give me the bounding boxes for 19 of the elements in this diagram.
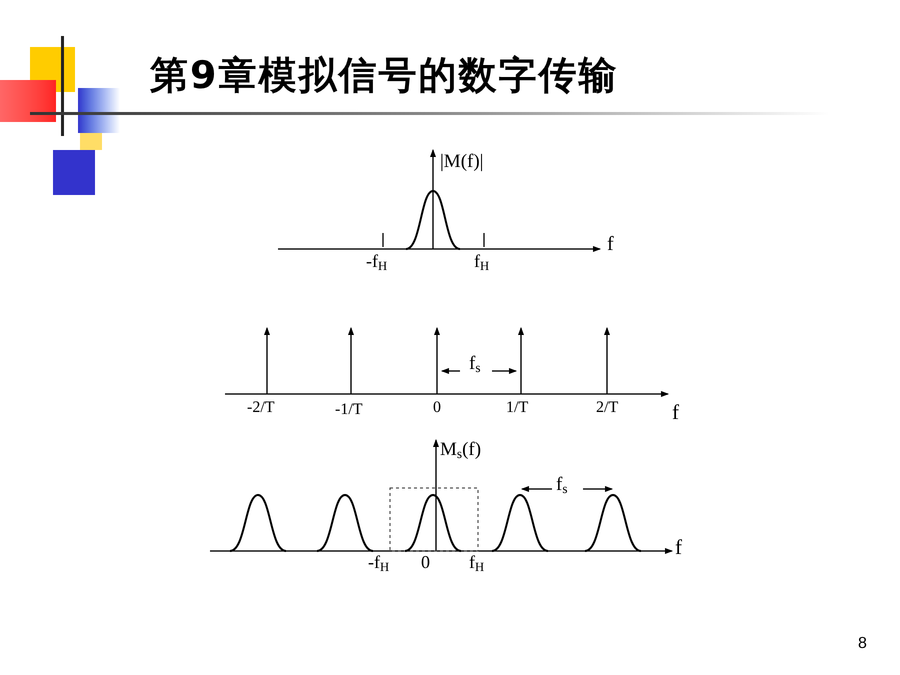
dimension-label: f$_{s}$	[556, 475, 568, 494]
axis-label: |M(f)|	[440, 152, 484, 171]
tick-label: f$_{H}$	[469, 553, 484, 571]
axis-label: f	[672, 402, 679, 423]
axis-label: f	[675, 537, 682, 558]
tick-label: f$_{H}$	[474, 252, 490, 270]
tick-label: -f$_{H}$	[366, 252, 388, 270]
axis-label: M$_{s}$(f)	[440, 440, 482, 459]
axis-label: f	[607, 234, 614, 254]
tick-label: 0	[433, 400, 441, 416]
dimension-label: f$_{s}$	[469, 354, 481, 373]
tick-label: -2/T	[247, 400, 275, 416]
tick-label: 1/T	[506, 400, 528, 416]
tick-label: 2/T	[596, 400, 618, 416]
tick-label: -1/T	[335, 402, 363, 418]
tick-label: 0	[421, 553, 430, 571]
page-number: 8	[858, 636, 867, 652]
tick-label: -f$_{H}$	[368, 553, 390, 571]
slide-title: 第9章模拟信号的数字传输	[150, 56, 618, 94]
